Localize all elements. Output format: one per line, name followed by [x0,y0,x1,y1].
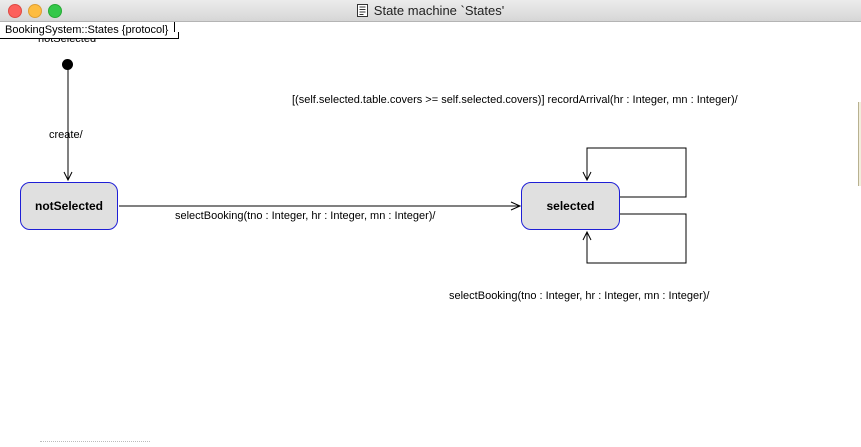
state-selected[interactable]: selected [521,182,620,230]
create-transition-label[interactable]: create/ [49,129,83,141]
bottom-artifact [40,441,150,446]
select-self-loop [586,213,687,264]
title-bar: State machine `States' [0,0,861,22]
state-not-selected-label: notSelected [34,199,103,213]
select-self-arrowhead [582,230,592,241]
minimize-button[interactable] [28,4,42,18]
close-button[interactable] [8,4,22,18]
window-title: State machine `States' [373,3,505,18]
initial-pseudostate[interactable] [62,59,73,70]
state-not-selected[interactable]: notSelected [20,182,118,230]
select-transition-label[interactable]: selectBooking(tno : Integer, hr : Intege… [175,210,436,222]
record-arrival-arrowhead [582,171,592,182]
document-icon [356,4,368,17]
window-title-area: State machine `States' [0,0,861,21]
record-arrival-transition-label[interactable]: [(self.selected.table.covers >= self.sel… [292,94,738,106]
adjacent-window-edge [858,102,861,186]
transition-edges [63,65,687,264]
record-arrival-loop [586,147,687,198]
select-self-transition-label[interactable]: selectBooking(tno : Integer, hr : Intege… [449,290,710,302]
select-arrowhead [510,201,522,211]
frame-label: BookingSystem::States {protocol} [0,22,180,39]
zoom-button[interactable] [48,4,62,18]
diagram-canvas[interactable]: notSelected BookingSystem::States {proto… [0,22,861,447]
state-selected-label: selected [546,199,595,213]
create-arrowhead [63,171,73,182]
